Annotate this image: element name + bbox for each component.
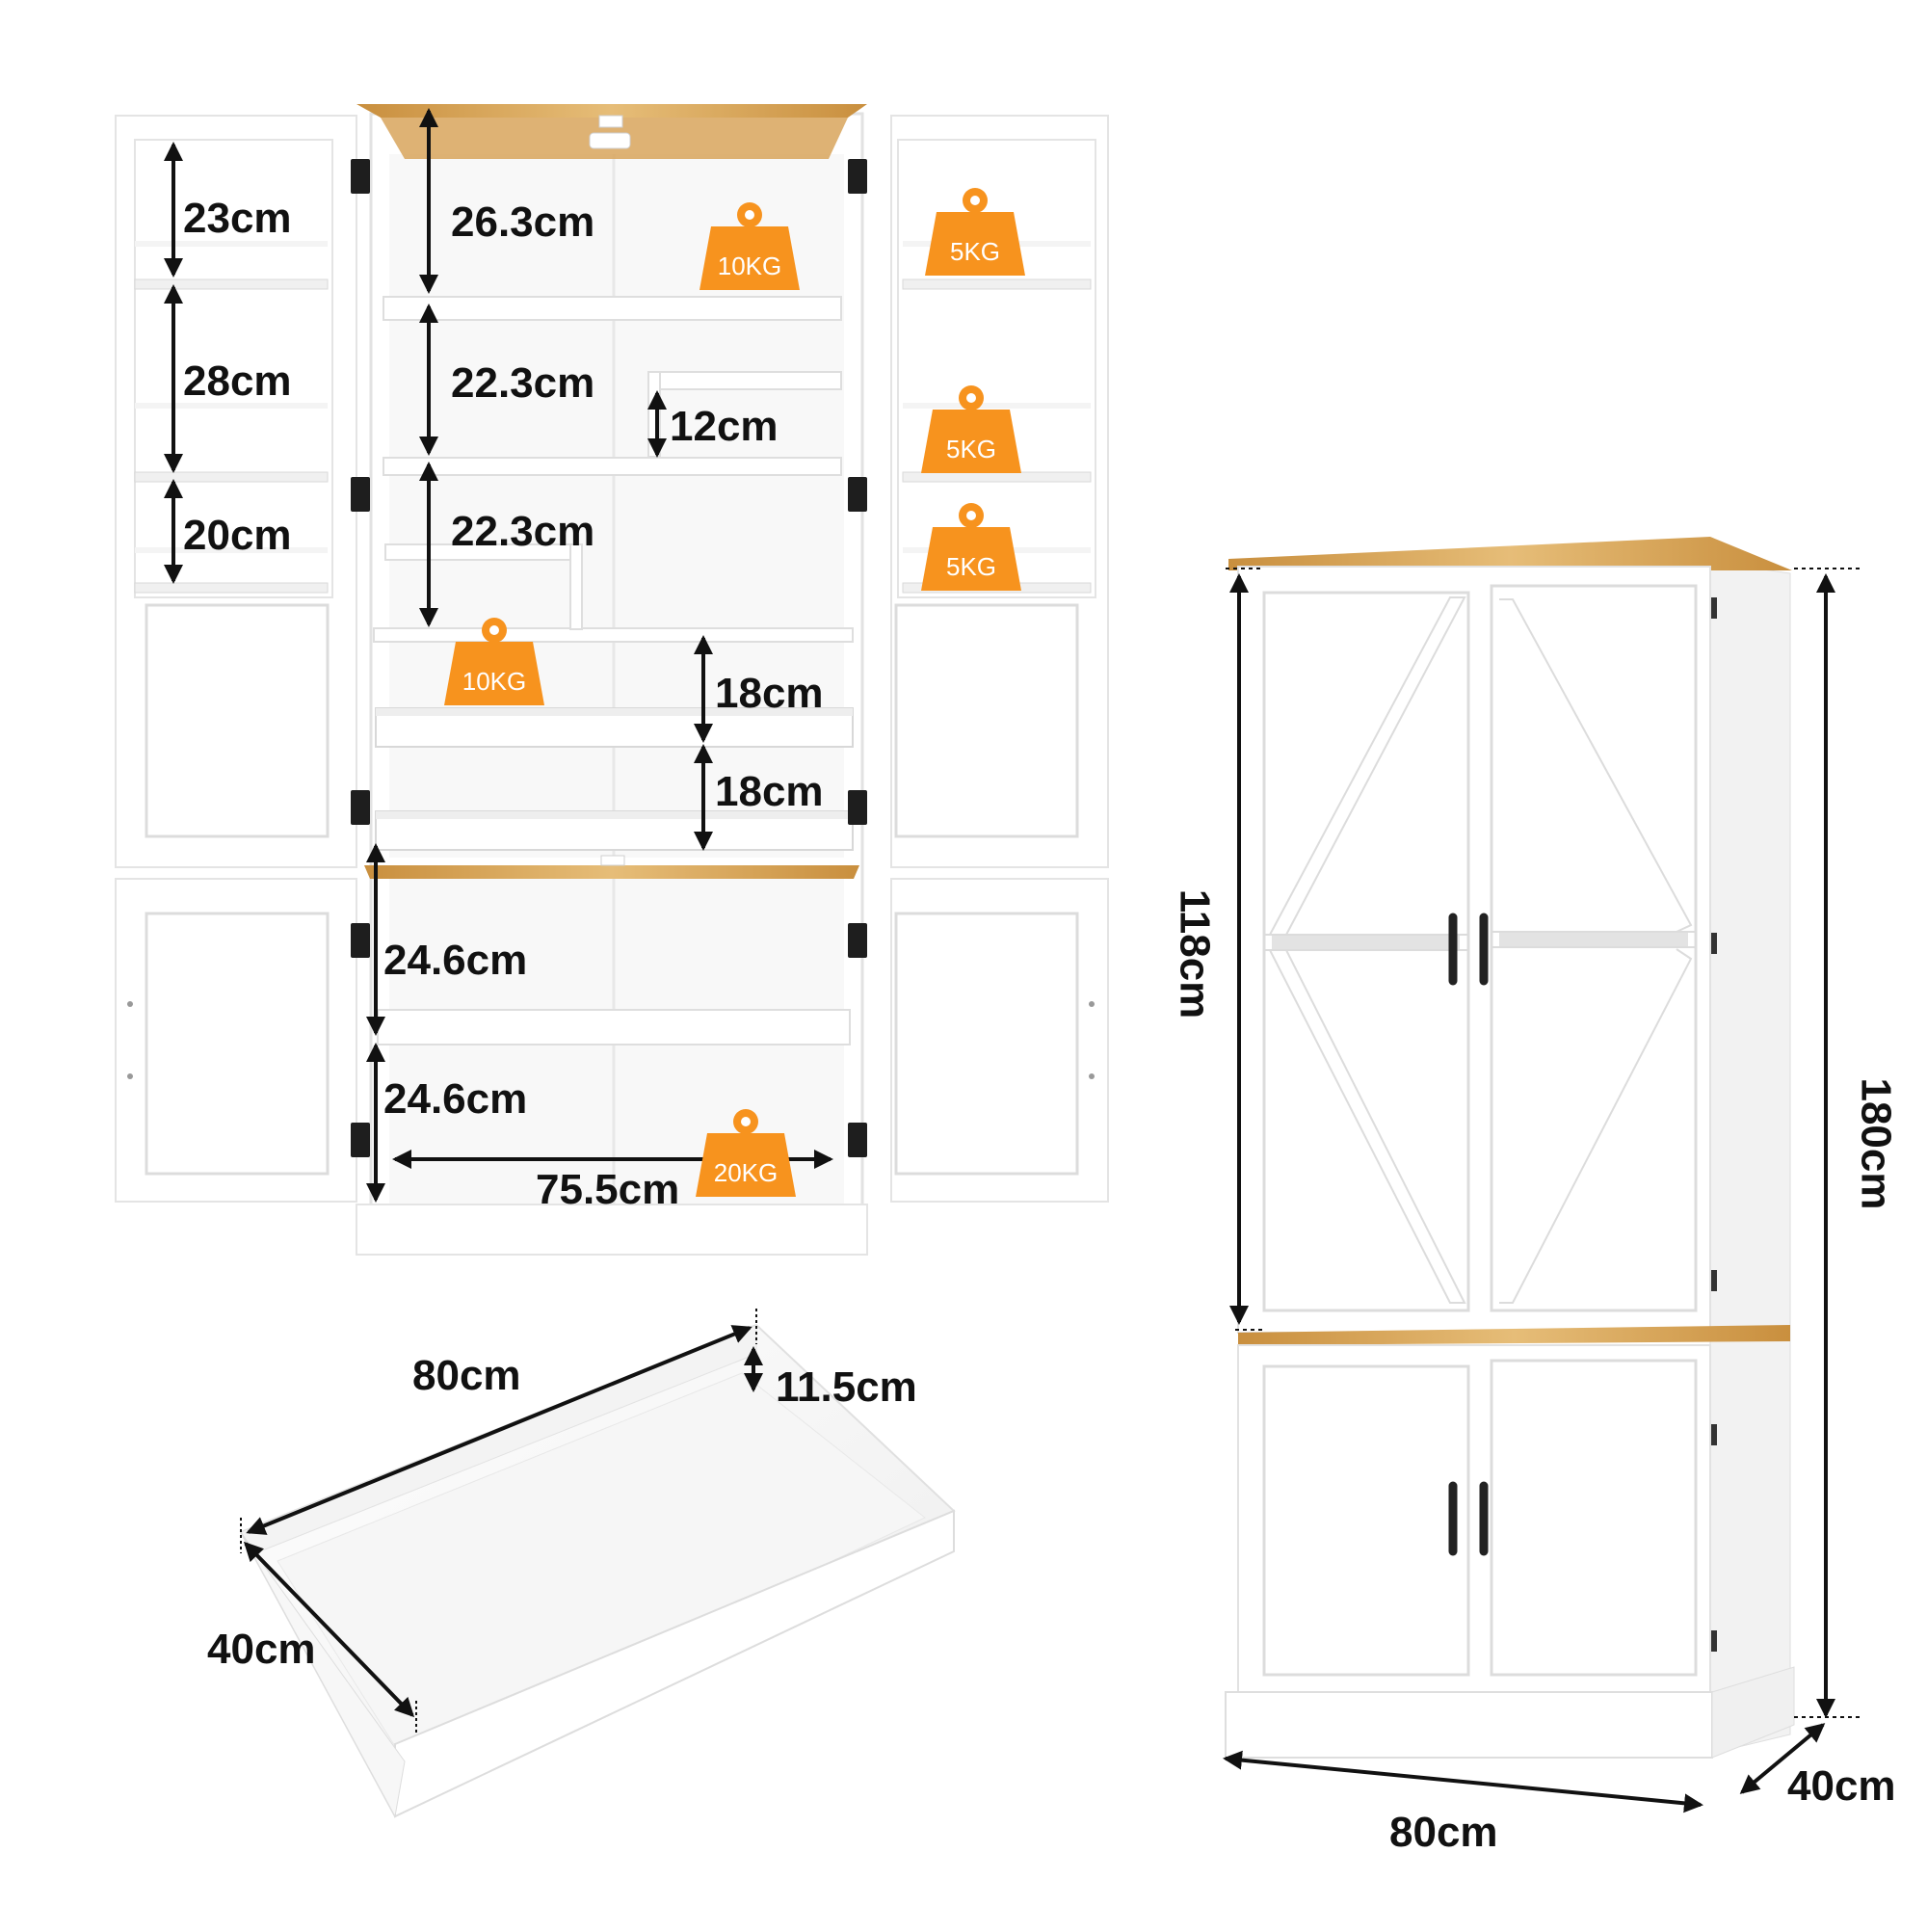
right-door-lower <box>890 878 1109 1203</box>
open-cabinet <box>115 104 1109 1256</box>
left-door-upper <box>115 115 357 868</box>
dimension-arrow-icon <box>164 108 833 1203</box>
drawer-width-label: 80cm <box>412 1352 521 1399</box>
drawer-dimension-arrows <box>240 1309 763 1734</box>
weight-icon: 20KG <box>688 1104 804 1201</box>
upper-height-label: 118cm <box>1171 888 1219 1019</box>
weight-icon: 10KG <box>436 613 552 709</box>
weight-icon: 5KG <box>913 498 1029 595</box>
inner-width-label: 75.5cm <box>536 1166 680 1213</box>
hinge-icon <box>351 159 867 1157</box>
upper-gap-label: 26.3cm <box>451 198 595 246</box>
lower-gap-label: 24.6cm <box>383 1075 528 1123</box>
weight-label: 10KG <box>717 251 782 280</box>
drawer-gap-label: 18cm <box>715 768 824 815</box>
cabinet-depth-label: 40cm <box>1787 1762 1896 1810</box>
drawer-height-label: 11.5cm <box>776 1363 917 1411</box>
weight-label: 5KG <box>945 435 997 463</box>
drawer-depth-label: 40cm <box>207 1626 316 1673</box>
lower-gap-label: 24.6cm <box>383 937 528 984</box>
upper-gap-label: 22.3cm <box>451 508 595 555</box>
door-handle-icon <box>1448 913 1489 1556</box>
door-gap-label: 23cm <box>183 195 292 242</box>
mid-shelf-gap-label: 12cm <box>670 403 779 450</box>
total-height-label: 180cm <box>1852 1077 1900 1210</box>
door-gap-label: 28cm <box>183 357 292 405</box>
weight-label: 10KG <box>462 667 527 696</box>
weight-label: 5KG <box>945 552 997 581</box>
cabinet-width-label: 80cm <box>1389 1809 1498 1856</box>
door-gap-label: 20cm <box>183 512 292 559</box>
weight-label: 20KG <box>713 1158 779 1187</box>
weight-icon: 5KG <box>917 183 1033 279</box>
weight-label: 5KG <box>949 237 1001 266</box>
cabinet-dimension-arrows <box>1223 568 1860 1813</box>
left-door-lower <box>115 878 357 1203</box>
upper-gap-label: 22.3cm <box>451 359 595 407</box>
weight-icon: 10KG <box>692 198 807 294</box>
weight-icon: 5KG <box>913 381 1029 477</box>
closed-cabinet <box>1225 537 1795 1759</box>
right-door-upper <box>890 115 1109 868</box>
drawer-gap-label: 18cm <box>715 670 824 717</box>
